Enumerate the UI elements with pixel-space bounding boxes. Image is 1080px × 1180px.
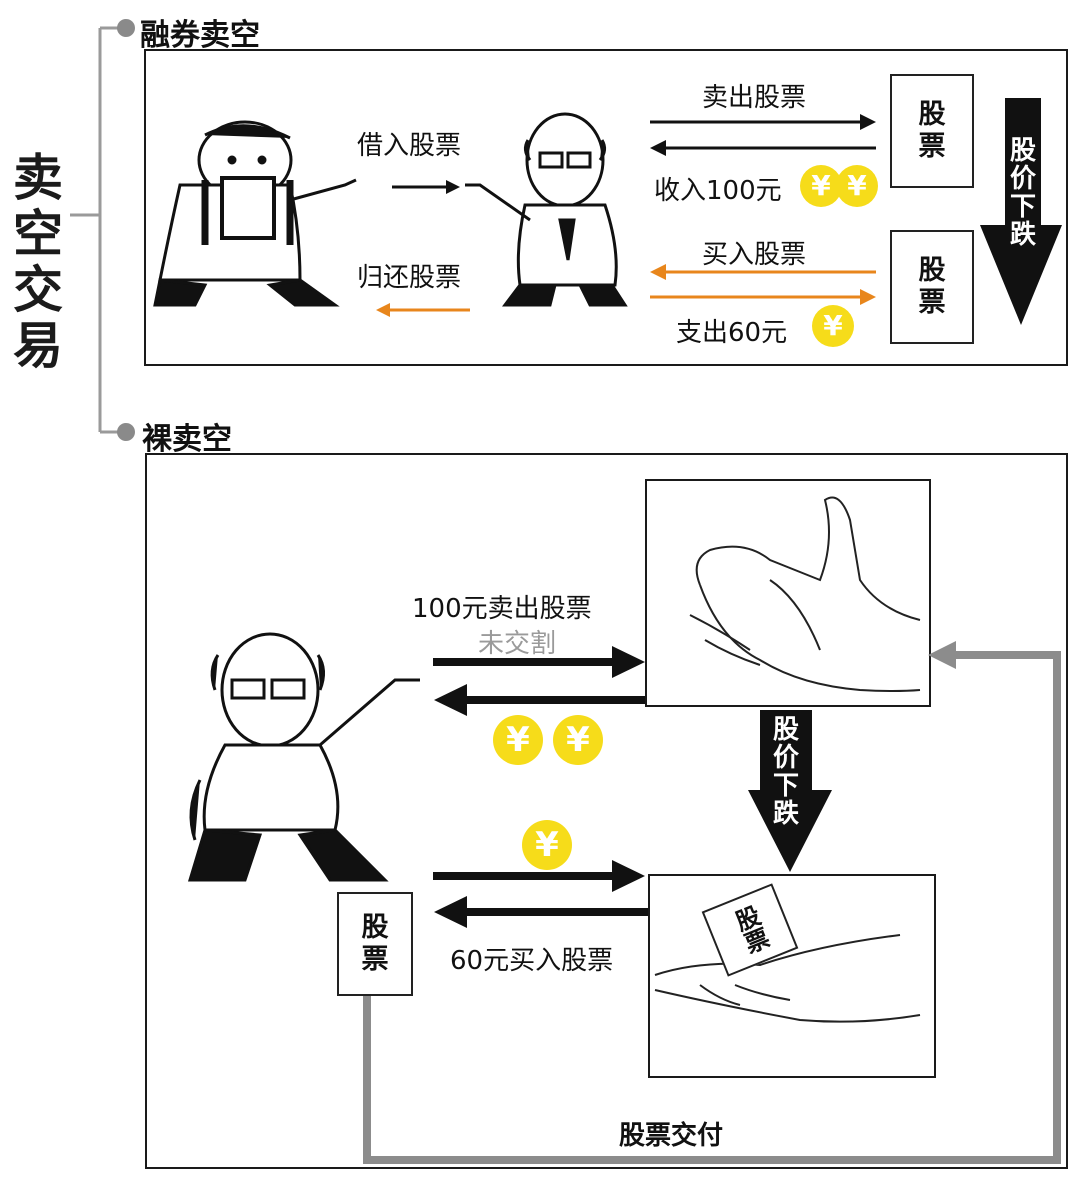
stock-ticket-char: 股 xyxy=(918,255,946,286)
sell-arrow-2 xyxy=(433,646,645,678)
main-title-char: 交 xyxy=(13,261,63,319)
price-drop-char: 价 xyxy=(772,743,799,773)
main-title-char: 易 xyxy=(13,317,63,375)
sell-label: 卖出股票 xyxy=(702,83,807,113)
receiving-hand-icon xyxy=(654,934,921,1023)
stock-ticket: 股 票 xyxy=(890,230,974,344)
undelivered-label: 未交割 xyxy=(478,629,557,659)
stock-ticket-char: 票 xyxy=(918,131,946,162)
naked-short-seller-figure xyxy=(187,632,420,882)
income-label: 收入100元 xyxy=(654,176,782,206)
price-drop-label: 股 价 下 跌 xyxy=(1003,137,1043,249)
seller-hand-box xyxy=(648,874,936,1078)
buy-arrow-2 xyxy=(434,896,648,928)
price-drop-char: 跌 xyxy=(772,799,799,829)
price-drop-char: 价 xyxy=(1009,164,1036,194)
naked-sell-label: 100元卖出股票 xyxy=(412,594,592,624)
section1-title: 融券卖空 xyxy=(140,18,260,53)
coin-icon: ¥ xyxy=(812,305,854,347)
price-drop-arrow-1 xyxy=(980,98,1062,325)
coin-icon: ¥ xyxy=(522,820,572,870)
borrow-label: 借入股票 xyxy=(357,131,462,161)
stock-ticket-char: 票 xyxy=(361,944,389,975)
buy-label: 买入股票 xyxy=(702,240,807,270)
short-seller-figure xyxy=(465,112,628,307)
coin-icon: ¥ xyxy=(836,165,878,207)
coin-icon: ¥ xyxy=(493,715,543,765)
price-drop-arrow-2 xyxy=(748,710,832,872)
price-drop-char: 下 xyxy=(772,771,799,801)
buyer-hand-box xyxy=(645,479,931,707)
return-arrow xyxy=(376,303,470,317)
payment-arrow-2 xyxy=(434,684,645,716)
delivery-label: 股票交付 xyxy=(619,1121,724,1151)
price-drop-char: 股 xyxy=(1009,136,1036,166)
coin-icon: ¥ xyxy=(553,715,603,765)
lender-figure xyxy=(153,120,357,307)
coin-icon: ¥ xyxy=(800,165,842,207)
stock-ticket: 股 票 xyxy=(337,892,413,996)
main-title: 卖 空 交 易 xyxy=(8,150,68,374)
delivery-line xyxy=(363,641,1061,1164)
price-drop-char: 下 xyxy=(1009,192,1036,222)
naked-buy-label: 60元买入股票 xyxy=(450,946,614,976)
main-title-char: 空 xyxy=(13,205,63,263)
expense-arrow xyxy=(650,289,876,305)
main-title-char: 卖 xyxy=(13,149,63,207)
section2-title: 裸卖空 xyxy=(142,422,232,457)
price-drop-label-2: 股 价 下 跌 xyxy=(766,716,806,828)
stock-ticket-char: 票 xyxy=(918,287,946,318)
sell-arrow xyxy=(650,114,876,130)
stock-ticket: 股 票 xyxy=(890,74,974,188)
hand-stock-ticket-text: 股票 xyxy=(728,902,772,958)
stock-ticket-char: 股 xyxy=(361,912,389,943)
price-drop-char: 跌 xyxy=(1009,220,1036,250)
open-hand-icon xyxy=(689,496,921,692)
return-label: 归还股票 xyxy=(357,263,462,293)
income-arrow xyxy=(650,140,876,156)
buy-arrow xyxy=(650,264,876,280)
pay-arrow-2 xyxy=(433,860,645,892)
price-drop-char: 股 xyxy=(772,715,799,745)
stock-ticket-char: 股 xyxy=(918,99,946,130)
expense-label: 支出60元 xyxy=(676,318,788,348)
borrow-arrow xyxy=(392,180,460,194)
